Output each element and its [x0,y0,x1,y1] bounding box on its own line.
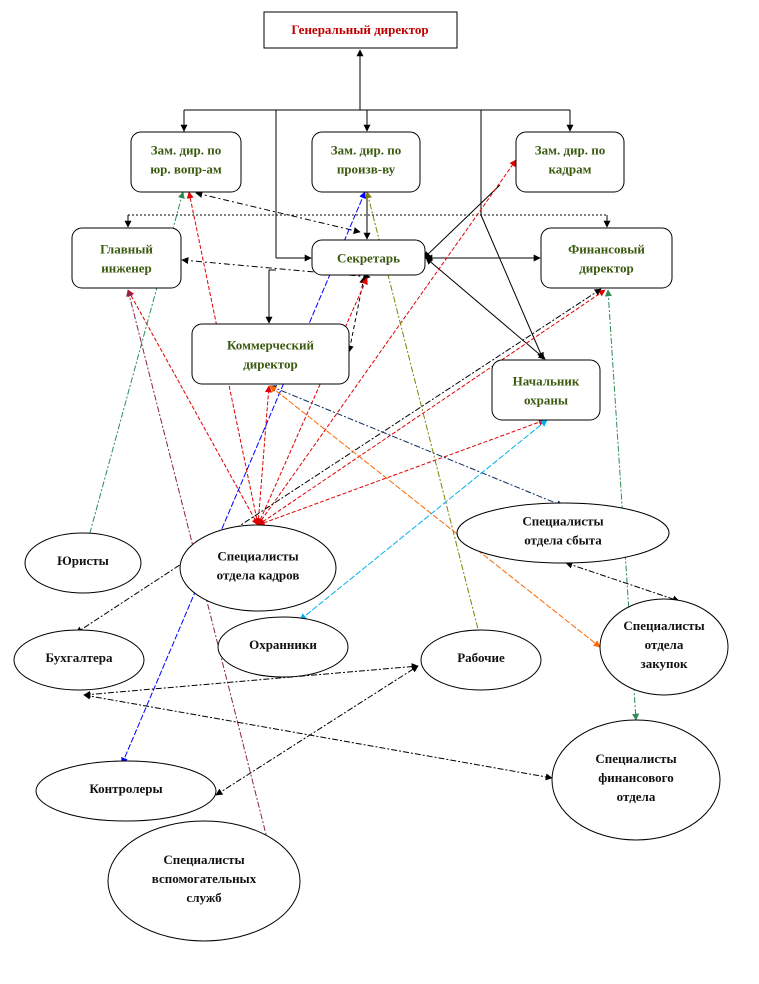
connector-arrow [565,561,680,603]
node-guards-label: Охранники [249,637,317,652]
node-hr-spec-label: Специалисты [217,549,298,564]
node-chief-eng-label: Главный [100,242,153,257]
node-sales-spec[interactable] [456,502,670,564]
node-hr-spec[interactable] [179,524,337,612]
node-aux-spec-label: служб [186,890,222,905]
connector-arrow [195,191,361,234]
node-general-director[interactable] [263,11,458,49]
node-dep-prod-label: Зам. дир. по [331,143,402,158]
node-security-head-label: Начальник [513,374,580,389]
node-dep-hr[interactable] [515,131,625,193]
node-guards[interactable] [217,616,349,678]
node-fin-dir-label: Финансовый [568,242,645,257]
node-aux-spec-label: Специалисты [163,852,244,867]
node-chief-eng[interactable] [71,227,182,289]
node-security-head[interactable] [491,359,601,421]
node-controllers-label: Контролеры [89,781,162,796]
node-fin-spec-label: отдела [617,789,656,804]
node-dep-hr-label: кадрам [549,162,592,177]
node-purchase-spec-label: отдела [645,637,684,652]
connector-arrow [255,385,272,526]
node-fin-spec-label: Специалисты [595,751,676,766]
node-secretary-label: Секретарь [337,251,400,266]
node-dep-prod[interactable] [311,131,421,193]
general-director-label: Генеральный директор [291,22,428,37]
node-purchase-spec-label: закупок [640,656,688,671]
connector-arrow [215,665,419,796]
node-accountants-label: Бухгалтера [46,650,113,665]
node-dep-hr-label: Зам. дир. по [535,143,606,158]
node-chief-eng-label: инженер [101,261,152,276]
node-fin-spec[interactable] [551,719,721,841]
node-lawyers-label: Юристы [57,553,109,568]
node-dep-legal[interactable] [130,131,242,193]
node-dep-prod-label: произв-ву [337,162,396,177]
node-controllers[interactable] [35,760,217,822]
node-workers[interactable] [420,629,542,691]
node-aux-spec[interactable] [107,820,301,942]
connector-arrow [480,214,544,360]
node-fin-dir-label: директор [579,261,634,276]
node-purchase-spec-label: Специалисты [623,618,704,633]
connector-arrow [425,257,546,360]
node-sales-spec-label: Специалисты [522,514,603,529]
node-sales-spec-label: отдела сбыта [524,533,602,548]
node-purchase-spec[interactable] [599,598,729,696]
node-secretary[interactable] [311,239,426,276]
node-fin-spec-label: финансового [598,770,673,785]
node-comm-dir-label: директор [243,357,298,372]
node-workers-label: Рабочие [457,650,505,665]
node-dep-legal-label: юр. вопр-ам [150,162,222,177]
node-lawyers[interactable] [24,532,142,594]
node-comm-dir-label: Коммерческий [227,338,314,353]
node-security-head-label: охраны [524,393,568,408]
node-fin-dir[interactable] [540,227,673,289]
node-hr-spec-label: отдела кадров [217,568,300,583]
node-comm-dir[interactable] [191,323,350,385]
node-dep-legal-label: Зам. дир. по [151,143,222,158]
node-aux-spec-label: вспомогательных [152,871,257,886]
node-accountants[interactable] [13,629,145,691]
connector-arrow [299,419,548,621]
connector-arrow [423,184,501,259]
